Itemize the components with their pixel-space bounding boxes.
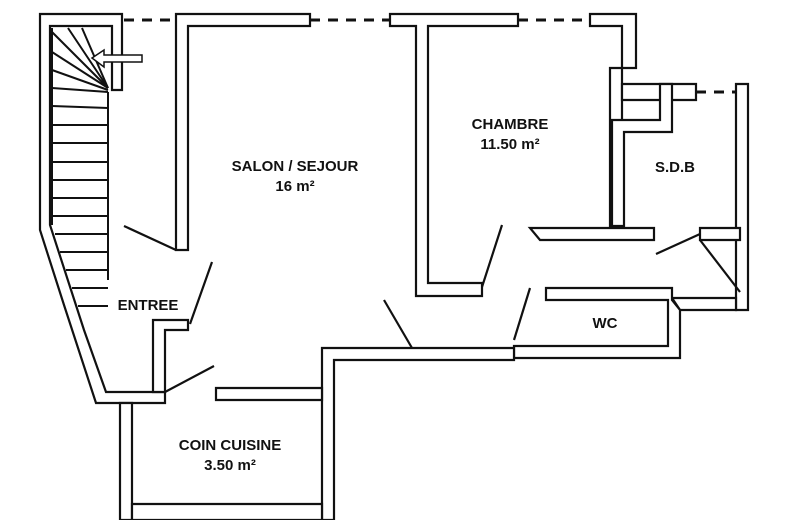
stair-step [67,27,109,89]
room-label-cuisine: COIN CUISINE 3.50 m² [150,436,310,477]
door-entree [188,261,214,325]
room-name: ENTREE [117,297,179,314]
room-area: 3.50 m² [204,457,256,475]
wall-cuisine-north [214,386,324,402]
room-name: COIN CUISINE [178,437,282,454]
stair-step [51,87,109,93]
wall-sdb-inner [610,82,674,228]
stair-step [51,105,109,109]
room-area: 16 m² [275,178,315,196]
doors [123,224,741,393]
stair-wall [38,12,167,405]
door-sdb-2 [699,239,741,293]
room-label-entree: ENTREE [103,296,193,316]
wall-east-south [669,296,738,312]
stair-step [51,31,109,89]
door-south [383,299,413,349]
room-label-chambre: CHAMBRE 11.50 m² [430,115,590,156]
wall-sdb-east [734,82,750,312]
door-wc [512,287,532,341]
wall-entree [151,318,190,394]
room-name: SALON / SEJOUR [231,158,359,175]
door-chambre [480,224,504,288]
room-name: S.D.B [654,159,695,176]
wall-south-center [320,346,516,520]
door-sdb [655,232,701,256]
door-kitchen [164,365,215,393]
wall-cuisine-south [130,502,324,520]
wall-sdb-south [698,226,742,242]
wall-chambre [388,12,520,298]
wall-chambre-south [527,226,656,242]
room-label-sdb: S.D.B [625,158,725,178]
wall-salon-north [174,12,312,252]
stair-step [51,51,109,89]
room-name: CHAMBRE [471,116,549,133]
stair-step [51,69,109,91]
stair-arrow-icon [90,48,143,69]
room-name: WC [592,315,618,332]
room-label-salon: SALON / SEJOUR 16 m² [190,157,400,198]
wall-cuisine-west [118,401,134,520]
staircase [51,27,109,307]
wall-sdb-north [588,12,638,70]
room-area: 11.50 m² [480,136,540,154]
room-label-wc: WC [575,314,635,334]
door-salon [123,225,177,251]
dashed-openings [124,18,736,94]
